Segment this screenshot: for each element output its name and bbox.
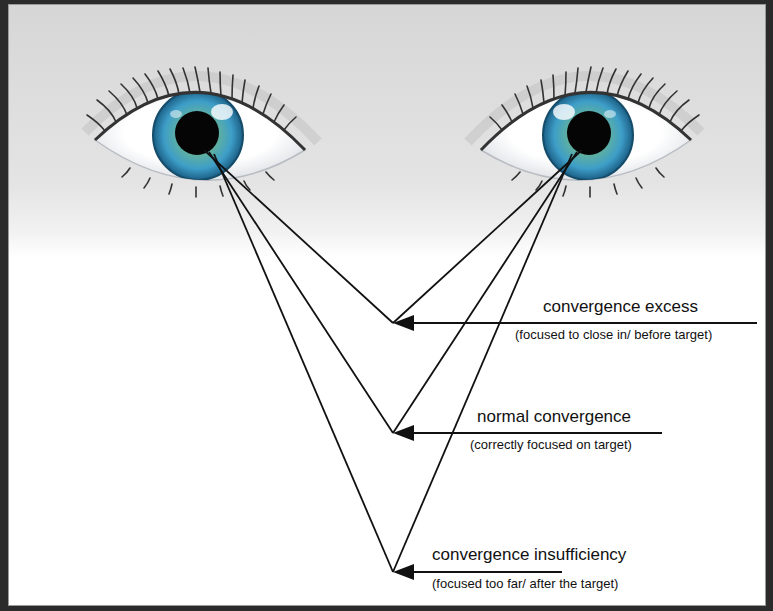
condition-title: convergence excess [543, 297, 698, 317]
condition-note: (focused to close in/ before target) [515, 327, 712, 343]
sight-lines [204, 150, 582, 572]
condition-note: (correctly focused on target) [470, 437, 632, 453]
condition-title: convergence insufficiency [432, 545, 626, 565]
condition-title: normal convergence [477, 407, 631, 427]
pointer-arrows [393, 315, 757, 580]
condition-note: (focused too far/ after the target) [432, 576, 618, 592]
